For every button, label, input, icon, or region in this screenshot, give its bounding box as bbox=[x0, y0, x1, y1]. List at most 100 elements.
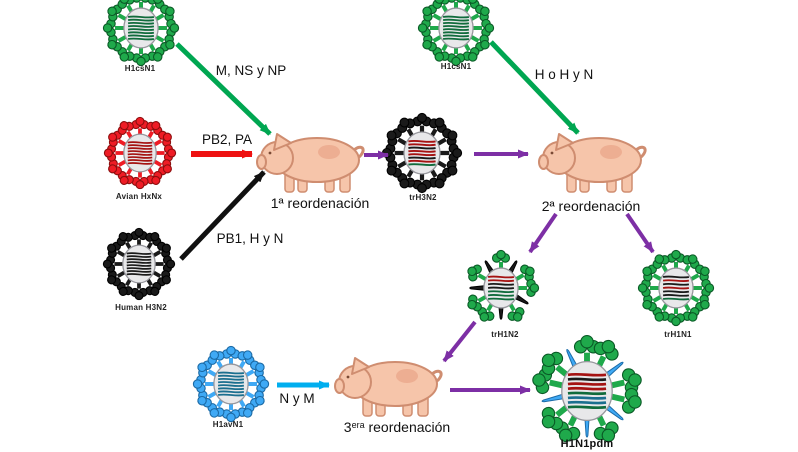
virus-capsid bbox=[561, 360, 613, 422]
gene-segment bbox=[126, 261, 152, 264]
gene-segment bbox=[126, 264, 152, 267]
virus-capsid bbox=[213, 363, 249, 405]
virus-human-h3n2 bbox=[102, 227, 176, 301]
virus-spike bbox=[117, 160, 137, 185]
gene-segment bbox=[217, 371, 245, 375]
gene-segment bbox=[662, 293, 690, 297]
gene-segment bbox=[567, 391, 607, 396]
gene-segment bbox=[442, 37, 470, 41]
gene-segment bbox=[127, 31, 155, 35]
gene-segment bbox=[127, 162, 153, 165]
gene-segment bbox=[408, 153, 436, 157]
gene-segment bbox=[408, 163, 436, 167]
gene-segment bbox=[217, 393, 245, 397]
gene-segment bbox=[662, 282, 690, 286]
virus-trh1n2 bbox=[467, 249, 540, 322]
gene-segment bbox=[126, 267, 152, 270]
gene-segment bbox=[487, 282, 515, 286]
virus-spike bbox=[511, 278, 540, 298]
gene-segment bbox=[662, 275, 690, 279]
gene-segment bbox=[567, 382, 607, 386]
gene-segment bbox=[126, 273, 152, 276]
gene-segment bbox=[442, 25, 470, 28]
pig-ear bbox=[273, 133, 292, 151]
gene-segment bbox=[662, 297, 690, 301]
gene-segment bbox=[217, 381, 245, 384]
virus-spike bbox=[573, 335, 601, 376]
pig-blush bbox=[600, 145, 622, 159]
gene-segment bbox=[442, 18, 470, 22]
gene-segment bbox=[127, 18, 155, 22]
arrow-trh1n2-to-pig3 bbox=[442, 320, 477, 363]
virus-capsid bbox=[122, 244, 156, 284]
gene-segment bbox=[408, 159, 436, 163]
pig-ear bbox=[555, 133, 574, 151]
gene-segment bbox=[127, 21, 155, 25]
pig-blush bbox=[318, 145, 340, 159]
pig-1st-reassortment bbox=[256, 133, 365, 193]
gene-segment bbox=[217, 377, 245, 381]
virus-avian-hxnx bbox=[103, 116, 177, 190]
gene-segment bbox=[126, 252, 152, 255]
gene-segment bbox=[567, 396, 607, 400]
virus-capsid bbox=[123, 7, 159, 49]
virus-spike bbox=[417, 18, 446, 38]
gene-segment bbox=[127, 144, 153, 147]
gene-segment bbox=[408, 143, 436, 147]
gene-segment bbox=[442, 28, 470, 31]
gene-segment bbox=[662, 290, 690, 294]
virus-spike bbox=[241, 374, 270, 394]
pig-snout bbox=[538, 154, 549, 170]
gene-segment bbox=[487, 275, 515, 279]
virus-h1n1pdm bbox=[532, 335, 642, 443]
gene-segment bbox=[127, 159, 153, 162]
gene-segment bbox=[442, 21, 470, 25]
gene-segment bbox=[567, 400, 607, 405]
pig-3rd-reassortment bbox=[334, 357, 443, 417]
arrow-h1csn1-to-pig2 bbox=[489, 40, 580, 135]
gene-segment bbox=[487, 279, 515, 283]
gene-segment bbox=[487, 290, 515, 294]
gene-segment bbox=[487, 293, 515, 297]
gene-segment bbox=[217, 390, 245, 394]
gene-segment bbox=[127, 28, 155, 31]
gene-segment bbox=[127, 156, 153, 159]
gene-segment bbox=[662, 286, 690, 290]
gene-segment bbox=[567, 405, 607, 410]
virus-spike bbox=[102, 18, 131, 38]
virus-spike bbox=[686, 278, 715, 298]
gene-segment bbox=[662, 279, 690, 283]
gene-segment bbox=[127, 153, 153, 156]
gene-segment bbox=[217, 387, 245, 391]
gene-segment bbox=[127, 150, 153, 153]
gene-segment bbox=[487, 286, 515, 290]
gene-segment bbox=[442, 31, 470, 35]
virus-h1avn1 bbox=[192, 345, 270, 423]
pig-eye bbox=[346, 375, 350, 379]
gene-segment bbox=[127, 141, 153, 144]
arrow-h1csn1-to-pig1 bbox=[175, 42, 272, 136]
pig-ear bbox=[351, 357, 370, 375]
gene-segment bbox=[442, 34, 470, 38]
pig-eye bbox=[268, 151, 272, 155]
pig-blush bbox=[396, 369, 418, 383]
virus-capsid bbox=[438, 7, 474, 49]
gene-segment bbox=[127, 37, 155, 41]
gene-segment bbox=[127, 15, 155, 19]
pig-snout bbox=[334, 378, 345, 394]
gene-segment bbox=[127, 34, 155, 38]
virus-spike bbox=[541, 398, 577, 431]
gene-segment bbox=[408, 149, 436, 153]
gene-segment bbox=[217, 374, 245, 378]
arrow-human-to-pig1 bbox=[179, 170, 266, 261]
gene-segment bbox=[126, 258, 152, 261]
gene-segment bbox=[127, 25, 155, 28]
virus-capsid bbox=[403, 131, 441, 175]
virus-h1csn1-left bbox=[102, 0, 180, 67]
gene-segment bbox=[126, 255, 152, 258]
gene-segment bbox=[442, 15, 470, 19]
gene-segment bbox=[567, 377, 607, 382]
gene-segment bbox=[217, 384, 245, 387]
